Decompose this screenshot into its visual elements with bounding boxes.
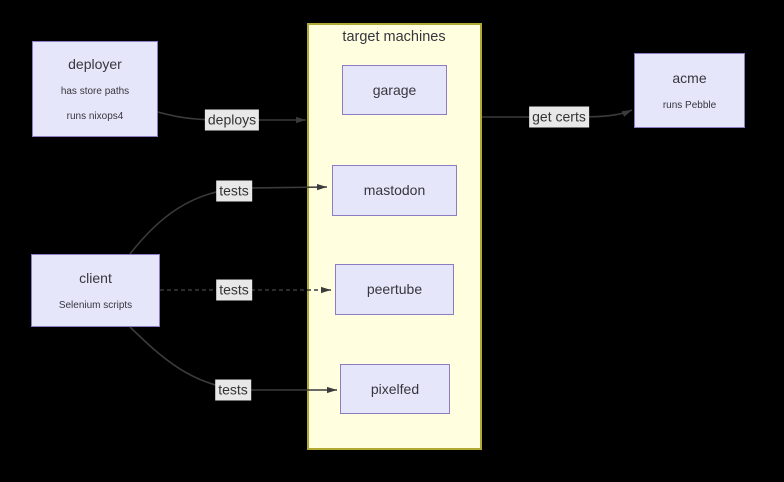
node-acme-title: acme (672, 69, 707, 86)
node-deployer-sub2: runs nixops4 (66, 110, 124, 122)
edge-label-tests-peertube: tests (216, 279, 252, 301)
node-acme-sub1: runs Pebble (662, 99, 717, 111)
node-deployer: deployer has store paths runs nixops4 (32, 41, 158, 137)
edge-label-tests-mastodon: tests (216, 180, 252, 202)
edge-label-get-certs: get certs (529, 106, 589, 128)
node-pixelfed-title: pixelfed (370, 380, 420, 397)
edge-label-tests-pixelfed: tests (215, 379, 251, 401)
node-client-title: client (79, 269, 112, 286)
node-garage-title: garage (372, 81, 417, 98)
node-client-sub1: Selenium scripts (58, 299, 133, 311)
node-client: client Selenium scripts (31, 254, 160, 327)
node-deployer-title: deployer (68, 55, 122, 72)
cluster-label: target machines (342, 29, 446, 45)
edge-label-deploys: deploys (204, 109, 260, 131)
node-peertube-title: peertube (366, 281, 423, 297)
node-acme: acme runs Pebble (634, 53, 745, 128)
node-deployer-sub1: has store paths (60, 85, 130, 97)
node-peertube: peertube (335, 264, 454, 315)
node-mastodon: mastodon (332, 165, 457, 216)
node-mastodon-title: mastodon (363, 182, 426, 198)
node-pixelfed: pixelfed (340, 364, 450, 414)
node-garage: garage (342, 65, 447, 115)
